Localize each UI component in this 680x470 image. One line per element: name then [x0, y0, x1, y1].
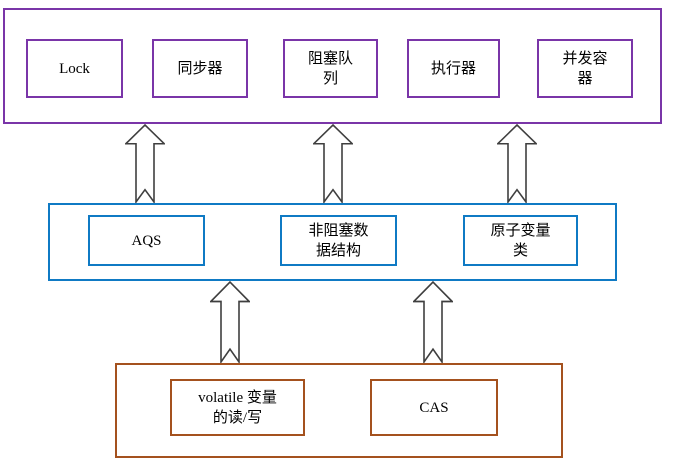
box-blocking-queue: 阻塞队 列	[283, 39, 378, 98]
box-cas: CAS	[370, 379, 498, 436]
up-arrow-icon	[313, 124, 353, 203]
box-atomic-variable-class: 原子变量 类	[463, 215, 578, 266]
box-aqs: AQS	[88, 215, 205, 266]
up-arrow-icon	[125, 124, 165, 203]
box-volatile-read-write: volatile 变量 的读/写	[170, 379, 305, 436]
box-synchronizer: 同步器	[152, 39, 248, 98]
up-arrow-icon	[210, 281, 250, 363]
box-lock: Lock	[26, 39, 123, 98]
box-concurrent-container: 并发容 器	[537, 39, 633, 98]
box-nonblocking-structure: 非阻塞数 据结构	[280, 215, 397, 266]
up-arrow-icon	[413, 281, 453, 363]
up-arrow-icon	[497, 124, 537, 203]
box-executor: 执行器	[407, 39, 500, 98]
